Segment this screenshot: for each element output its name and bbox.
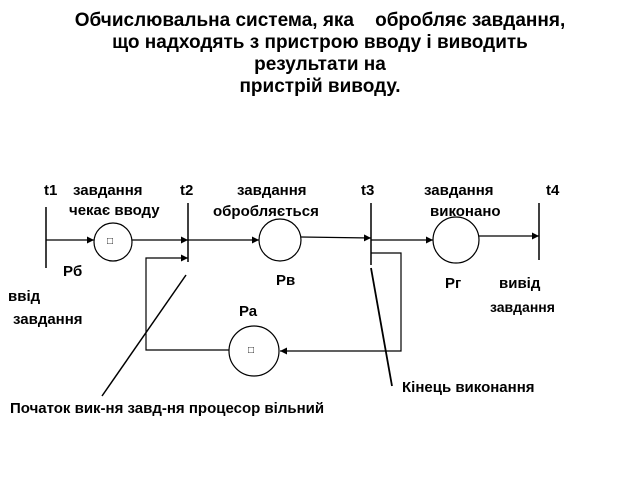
- transition-t2-label: t2: [180, 182, 193, 199]
- place-pv-circle: [258, 218, 302, 262]
- transition-t3-label: t3: [361, 182, 374, 199]
- state-waiting-line1: завдання: [73, 182, 143, 199]
- diagram-title: Обчислювальна система, яка обробляє завд…: [0, 10, 640, 98]
- state-processing-line2: обробляється: [213, 203, 319, 220]
- place-pa-circle: [228, 325, 280, 377]
- transition-t4-label: t4: [546, 182, 560, 199]
- output-label-line1: вивід: [499, 275, 541, 292]
- place-pv-label: Рв: [276, 272, 295, 289]
- input-label-line2: завдання: [13, 311, 83, 328]
- title-line-1: Обчислювальна система, яка обробляє завд…: [74, 10, 566, 31]
- pointer-end-to-t3: [370, 267, 393, 387]
- place-pg-label: Рг: [445, 275, 461, 292]
- place-pb-circle: [93, 222, 133, 262]
- token-marker-pb: □: [107, 236, 113, 247]
- arc-pa-to-t2: [145, 254, 229, 351]
- transition-t1-label: t1: [44, 182, 57, 199]
- state-waiting-line2: чекає вводу: [69, 202, 160, 219]
- place-pa-label: Ра: [239, 303, 258, 320]
- place-pb-label: Рб: [63, 263, 82, 280]
- pointer-start-to-t2: [101, 274, 187, 397]
- state-processing-line1: завдання: [237, 182, 307, 199]
- arc-t3-to-pa: [280, 252, 402, 355]
- title-line-4: пристрій виводу.: [239, 76, 401, 97]
- input-label-line1: ввід: [8, 288, 41, 305]
- token-marker-pa: □: [248, 345, 254, 356]
- title-line-2: що надходять з пристрою вводу і виводить: [112, 32, 528, 53]
- state-done-line2: виконано: [430, 203, 501, 220]
- end-execution-label: Кінець виконання: [402, 379, 535, 396]
- place-pg-circle: [432, 216, 480, 264]
- title-line-3: результати на: [254, 54, 386, 75]
- start-and-free-label: Початок вик-ня завд-ня процесор вільний: [10, 400, 324, 417]
- output-label-line2: завдання: [490, 299, 555, 315]
- arc-pv-to-t3: [300, 234, 372, 242]
- state-done-line1: завдання: [424, 182, 494, 199]
